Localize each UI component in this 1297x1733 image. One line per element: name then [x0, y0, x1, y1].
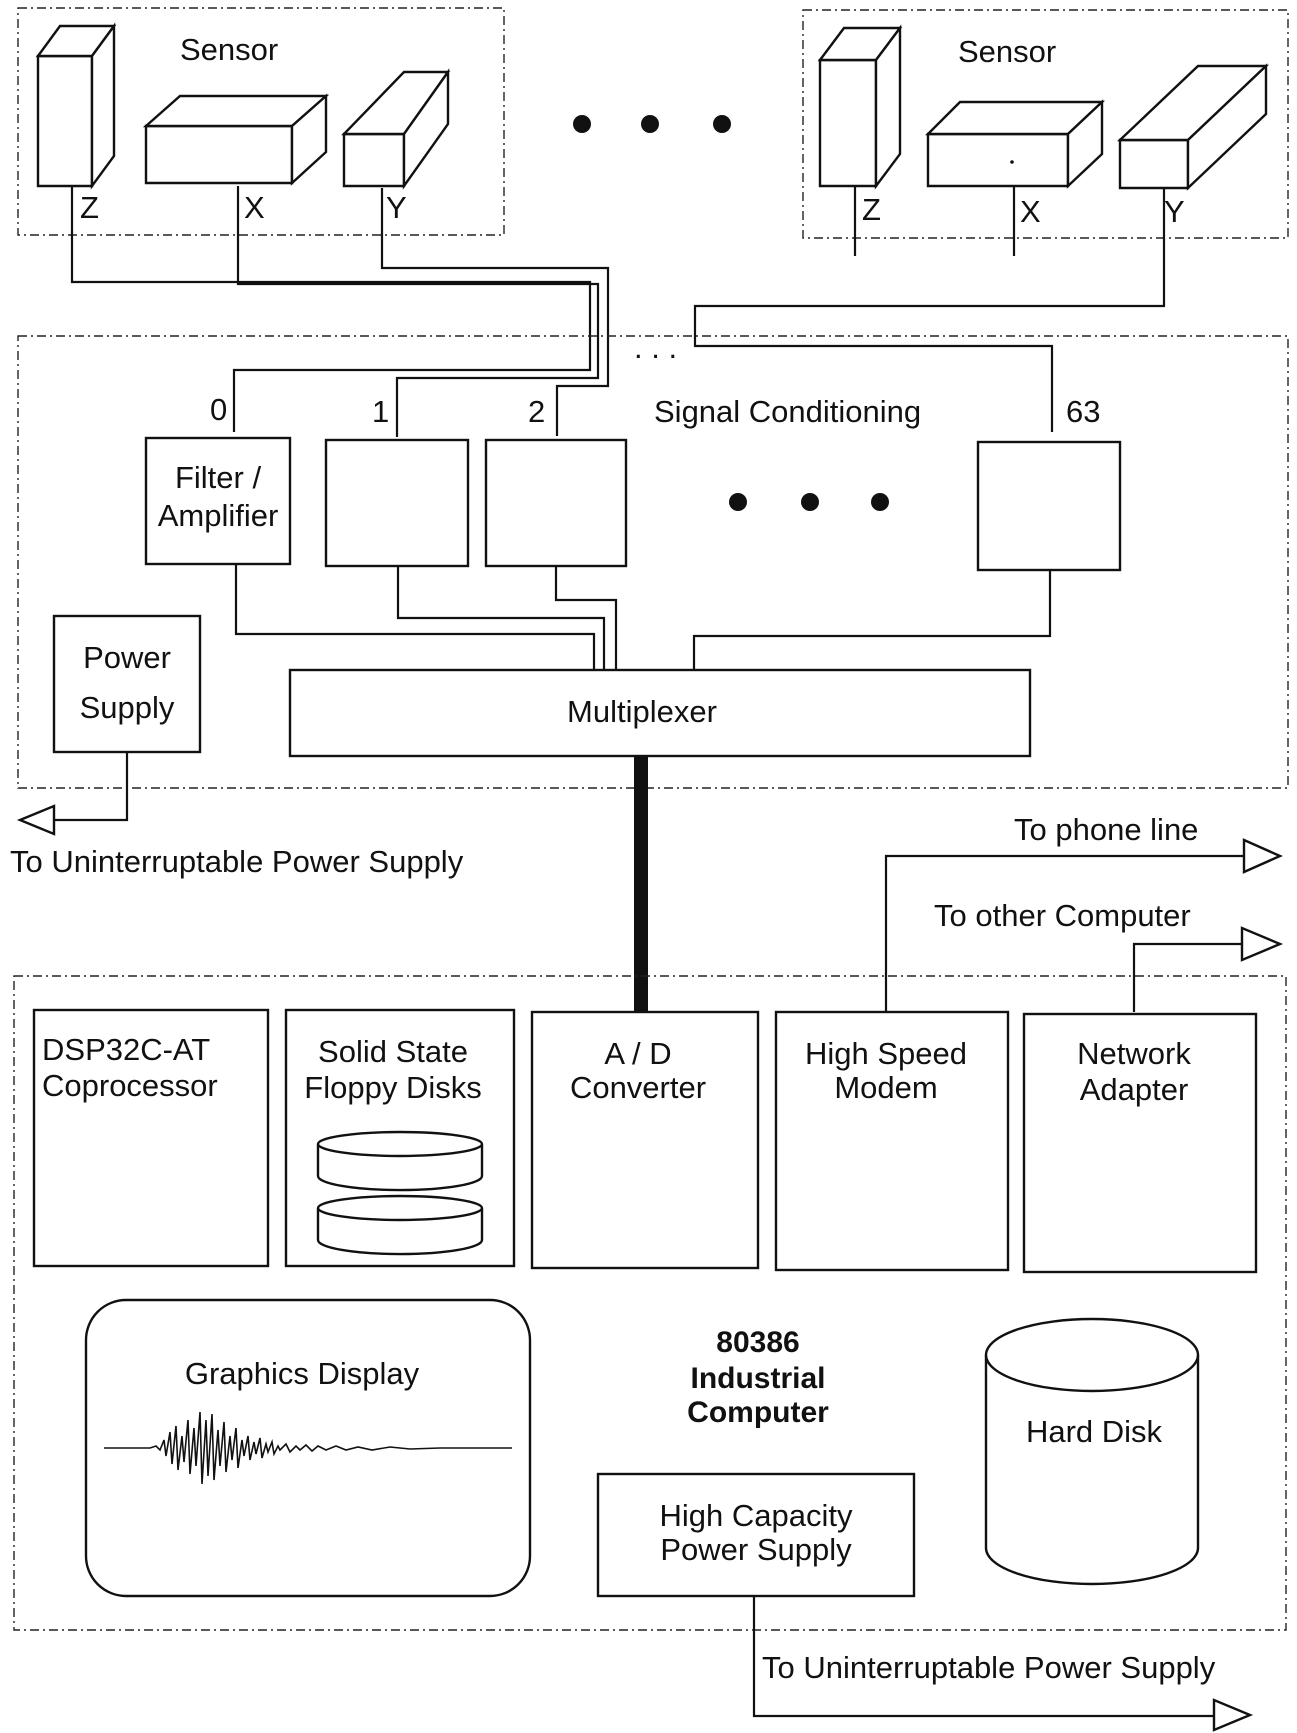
- filter-label-line2: Amplifier: [158, 498, 279, 533]
- channel-1-label: 1: [372, 394, 389, 429]
- filter-amplifier-1: [324, 438, 470, 568]
- to-ups-top-label: To Uninterruptable Power Supply: [10, 844, 464, 879]
- channel-ellipsis: [729, 493, 889, 511]
- graphics-display-label: Graphics Display: [185, 1356, 420, 1391]
- filter-amplifier-0: Filter / Amplifier: [144, 436, 292, 566]
- filter-to-multiplexer-wiring: [234, 564, 1052, 670]
- data-bus: [634, 756, 648, 1012]
- sensor-1-y-block: [341, 68, 451, 190]
- modem-to-phone-wire: [884, 854, 1244, 1012]
- sensor-group-1-title: Sensor: [180, 32, 278, 67]
- sensor-group-2-frame: [802, 9, 1289, 239]
- sensor-2-axis-x: X: [1020, 194, 1041, 229]
- hcps-line2: Power Supply: [660, 1532, 852, 1567]
- wiring-ellipsis: . . .: [634, 330, 677, 365]
- network-line2: Adapter: [1080, 1072, 1189, 1107]
- power-supply-line1: Power: [83, 640, 171, 675]
- hcps-line1: High Capacity: [660, 1498, 853, 1533]
- sensor-ellipsis: [573, 115, 731, 133]
- right-arrow-icon: [1212, 1698, 1254, 1732]
- sensor-2-x-block: [925, 99, 1106, 189]
- network-to-computer-wire: [1132, 942, 1242, 1012]
- signal-conditioning-title: Signal Conditioning: [654, 394, 921, 429]
- multiplexer-box: Multiplexer: [288, 668, 1032, 758]
- sensor-2-y-block: [1116, 63, 1270, 191]
- modem-box: High Speed Modem: [774, 1010, 1010, 1272]
- modem-line2: Modem: [834, 1070, 937, 1105]
- coprocessor-box: DSP32C-AT Coprocessor: [32, 1008, 270, 1268]
- computer-title-line1: 80386: [716, 1326, 799, 1359]
- power-supply-line2: Supply: [80, 690, 175, 725]
- hcps-output-wire: [752, 1596, 1214, 1718]
- multiplexer-label: Multiplexer: [567, 694, 717, 729]
- filter-label-line1: Filter /: [175, 460, 262, 495]
- ad-line2: Converter: [570, 1070, 706, 1105]
- floppy-disks-box: Solid State Floppy Disks: [284, 1008, 516, 1268]
- sensor-2-axis-y: Y: [1164, 194, 1185, 229]
- network-adapter-box: Network Adapter: [1022, 1012, 1258, 1274]
- right-arrow-icon: [1240, 926, 1284, 962]
- industrial-computer-title: 80386 Industrial Computer: [687, 1326, 829, 1429]
- signal-conditioning-frame: [17, 335, 1289, 789]
- sensor-group-1: Sensor Z X Y: [17, 7, 505, 236]
- channel-0-label: 0: [210, 392, 227, 427]
- sensor-1-axis-y: Y: [386, 190, 407, 225]
- floppy-line1: Solid State: [318, 1034, 468, 1069]
- sensor-2-z-block: [817, 24, 903, 190]
- network-line1: Network: [1077, 1036, 1191, 1071]
- sensor-group-2: Sensor Z X Y: [802, 9, 1289, 239]
- sensor-1-x-block: [142, 93, 330, 186]
- power-supply-output-wire: [54, 752, 129, 822]
- to-other-computer-label: To other Computer: [934, 898, 1191, 933]
- to-phone-line-label: To phone line: [1014, 812, 1198, 847]
- filter-amplifier-63: [976, 440, 1122, 572]
- computer-frame: [13, 975, 1287, 1631]
- right-arrow-icon: [1242, 838, 1283, 874]
- sensor-wiring: [70, 186, 1166, 437]
- filter-amplifier-2: [484, 438, 628, 568]
- floppy-disk-icon: [316, 1194, 484, 1256]
- coprocessor-line1: DSP32C-AT: [42, 1032, 210, 1067]
- sensor-1-axis-z: Z: [80, 190, 99, 225]
- ad-converter-box: A / D Converter: [530, 1010, 760, 1270]
- high-capacity-power-supply: High Capacity Power Supply: [596, 1472, 916, 1598]
- power-supply-box: Power Supply: [52, 614, 202, 754]
- sensor-2-axis-z: Z: [862, 192, 881, 227]
- sensor-group-2-title: Sensor: [958, 34, 1056, 69]
- to-ups-bottom-label: To Uninterruptable Power Supply: [762, 1650, 1216, 1685]
- computer-title-line2: Industrial: [690, 1362, 825, 1395]
- computer-title-line3: Computer: [687, 1396, 829, 1429]
- sensor-group-1-frame: [17, 7, 505, 236]
- hard-disk-label: Hard Disk: [1026, 1414, 1163, 1449]
- ad-line1: A / D: [604, 1036, 671, 1071]
- coprocessor-line2: Coprocessor: [42, 1068, 218, 1103]
- sensor-1-axis-x: X: [244, 190, 265, 225]
- seismogram-icon: [104, 1411, 512, 1485]
- left-arrow-icon: [16, 804, 56, 836]
- hard-disk: Hard Disk: [984, 1317, 1200, 1586]
- sensor-1-z-block: [35, 22, 117, 190]
- channel-2-label: 2: [528, 394, 545, 429]
- floppy-line2: Floppy Disks: [304, 1070, 481, 1105]
- floppy-disk-icon: [316, 1130, 484, 1192]
- channel-63-label: 63: [1066, 394, 1100, 429]
- graphics-display: Graphics Display: [84, 1298, 532, 1598]
- modem-line1: High Speed: [805, 1036, 967, 1071]
